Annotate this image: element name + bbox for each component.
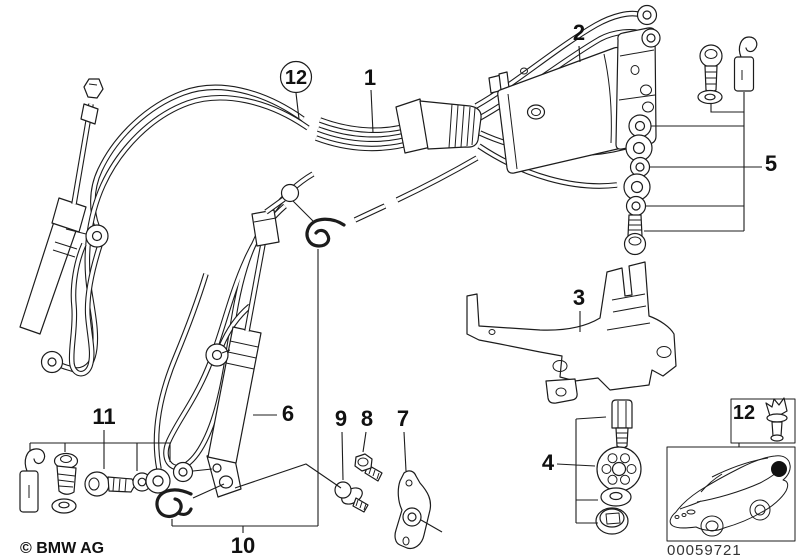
- svg-text:3: 3: [573, 285, 585, 310]
- mount-stack-drawing: [556, 399, 642, 535]
- support-plate-drawing: [394, 470, 443, 550]
- fitting-hardware-column: [623, 36, 762, 256]
- leader-to-ball-stud: [234, 463, 342, 489]
- rivet-inset-box: 12: [730, 397, 796, 447]
- svg-text:9: 9: [335, 406, 347, 431]
- callout-label[interactable]: 12: [285, 67, 307, 89]
- banjo-bolt-group: [19, 430, 213, 514]
- diagram-number: 00059721: [667, 542, 742, 559]
- callout-12-inset[interactable]: 12: [733, 402, 755, 424]
- callout-11[interactable]: 11: [92, 404, 115, 429]
- callout-12-circled[interactable]: 12: [279, 60, 313, 120]
- ball-stud-drawing: [334, 481, 369, 513]
- support-bracket-drawing: [466, 261, 677, 404]
- svg-text:8: 8: [361, 406, 373, 431]
- hydraulic-pipes-drawing: [52, 10, 649, 377]
- svg-text:7: 7: [397, 406, 409, 431]
- svg-text:4: 4: [542, 450, 555, 475]
- black-location-dot: [771, 461, 787, 477]
- callout-4[interactable]: 4: [542, 450, 555, 475]
- svg-text:1: 1: [364, 65, 376, 90]
- car-location-inset: [666, 446, 796, 542]
- retaining-hooks: [155, 217, 346, 533]
- hex-screw-drawing: [354, 453, 383, 482]
- callout-6[interactable]: 6: [253, 401, 294, 426]
- svg-text:10: 10: [231, 533, 255, 558]
- callout-circle[interactable]: [279, 60, 313, 94]
- hydraulic-pump-drawing: [488, 4, 661, 174]
- car-silhouette-icon: [669, 455, 791, 537]
- tube-boot-drawing: [395, 98, 482, 154]
- banjo-eyelet-fittings-left: [40, 224, 109, 374]
- callout-7[interactable]: 7: [397, 406, 409, 472]
- svg-text:5: 5: [765, 151, 777, 176]
- copyright-text: © BMW AG: [20, 540, 104, 557]
- left-cylinder-drawing: [19, 78, 104, 335]
- expanding-rivet-icon: [765, 397, 788, 442]
- callout-5[interactable]: 5: [765, 151, 777, 176]
- callout-9[interactable]: 9: [335, 406, 347, 481]
- callout-10[interactable]: 10: [231, 533, 255, 558]
- callout-1[interactable]: 1: [364, 65, 376, 134]
- center-cylinder-drawing: [205, 183, 314, 498]
- svg-text:6: 6: [282, 401, 294, 426]
- callout-8[interactable]: 8: [361, 406, 373, 453]
- callout-3[interactable]: 3: [573, 285, 585, 332]
- callout-2[interactable]: 2: [573, 20, 585, 63]
- svg-text:11: 11: [92, 404, 115, 429]
- svg-text:2: 2: [573, 20, 585, 45]
